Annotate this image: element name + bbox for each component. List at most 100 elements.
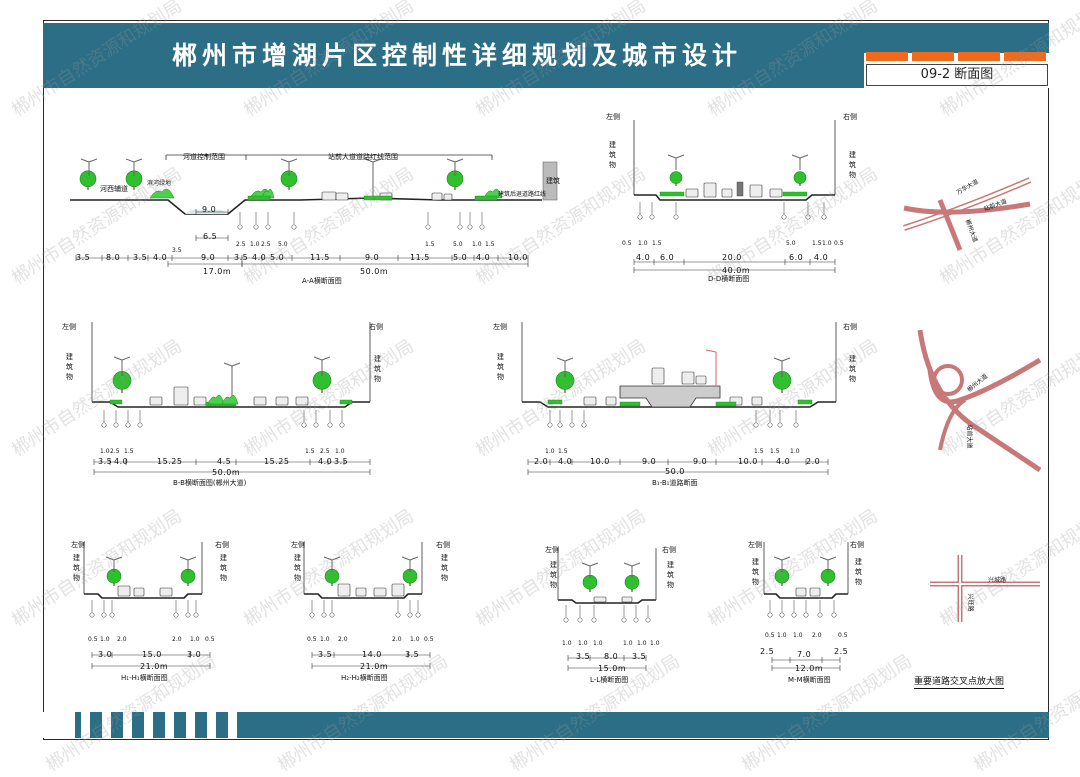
street-lamp-arm (321, 356, 331, 361)
street-lamp-arm (827, 556, 837, 561)
street-lamp-arm (781, 357, 791, 362)
aa-dim: 9.0 (365, 253, 380, 262)
street-lamp-arm (454, 158, 464, 163)
ll-small-dim: 1.0 (650, 640, 660, 647)
street-lamp-arm (187, 556, 197, 561)
street-lamp-arm (409, 556, 419, 561)
street-lamp-arm (589, 562, 599, 567)
street-lamp-arm (313, 356, 323, 361)
b1-small-dim: 1.0 (545, 448, 555, 455)
vehicle-icon (373, 587, 387, 597)
aa-river-dim: 6.5 (203, 232, 218, 241)
street-lamp-arm (125, 158, 135, 163)
ll-dim: 8.0 (604, 652, 619, 661)
aa-ground (70, 197, 542, 215)
utility-pipe-icon (109, 612, 115, 618)
mm-caption: M-M横断面图 (788, 676, 831, 684)
vehicle-icon (769, 188, 783, 198)
bb-small-dim: 2.5 (110, 448, 120, 455)
aa-dim: 5.0 (270, 253, 285, 262)
b1-caption: B₁-B₁道路断面 (652, 479, 698, 487)
utility-pipe-icon (339, 422, 345, 428)
vehicle-icon (149, 396, 163, 406)
h2-small-dim: 1.0 (410, 636, 420, 643)
ll-building-right: 建筑物 (667, 561, 674, 589)
aa-dim: 9.0 (201, 253, 216, 262)
map2-ramp (932, 364, 964, 396)
vehicle-icon (133, 587, 145, 597)
b1-dim: 9.0 (642, 457, 657, 466)
b1-left: 左侧 (493, 323, 507, 331)
utility-pipe-icon (791, 612, 797, 618)
street-lamp-arm (331, 556, 341, 561)
utility-pipe-icon (577, 617, 583, 623)
ll-caption: L-L横断面图 (590, 676, 629, 684)
h2-total: 21.0m (360, 662, 389, 671)
greenbelt (247, 195, 271, 201)
dd-small-dim: 1.0 (822, 240, 832, 247)
bottom-stripe (102, 712, 111, 738)
ll-ground (558, 599, 656, 604)
bottom-stripe (165, 712, 174, 738)
ll-right: 右侧 (662, 546, 676, 554)
vehicle-icon (275, 396, 289, 406)
bb-ground (92, 401, 370, 408)
bb-dim: 3.5 (334, 457, 349, 466)
shrub-icon (483, 188, 503, 199)
ll-left: 左侧 (545, 546, 559, 554)
h2-dim: 3.5 (318, 650, 333, 659)
accent-bar (1004, 52, 1046, 61)
utility-pipe-icon (633, 617, 639, 623)
aa-dim: 3.5 (76, 253, 91, 262)
h2-small-dim: 0.5 (307, 636, 317, 643)
shrub-icon (221, 394, 239, 405)
dd-dim: 4.0 (814, 253, 829, 262)
h1-caption: H₁-H₁横断面图 (121, 674, 168, 682)
aa-small-dim: 1.0 (250, 241, 260, 248)
ll-building-left: 建筑物 (550, 561, 557, 589)
utility-pipe-icon (113, 422, 119, 428)
utility-pipe-icon (673, 214, 679, 220)
bb-total: 50.0m (212, 468, 241, 477)
street-lamp-arm (121, 356, 131, 361)
map2-road-label: 站前大道 (965, 424, 973, 449)
utility-pipe-icon (321, 612, 327, 618)
utility-pipe-icon (425, 224, 431, 230)
map1-road (937, 199, 963, 251)
street-lamp-arm (133, 158, 143, 163)
tree-icon (793, 171, 807, 184)
street-lamp-arm (773, 357, 783, 362)
ll-total: 15.0m (598, 664, 627, 673)
vehicle-icon (117, 585, 131, 597)
vehicle-icon (749, 184, 763, 198)
vehicle-icon (193, 396, 207, 406)
aa-river-dim: 9.0 (202, 205, 217, 214)
aa-caption: A-A横断面图 (302, 277, 342, 285)
b1-dim: 10.0 (590, 457, 610, 466)
dd-dim: 4.0 (636, 253, 651, 262)
dd-building-right: 建筑物 (849, 151, 856, 179)
aa-dim: 4.0 (476, 253, 491, 262)
bb-dim: 15.25 (264, 457, 290, 466)
b1-small-dim: 1.0 (790, 448, 800, 455)
h1-small-dim: 0.5 (205, 636, 215, 643)
utility-pipe-icon (467, 224, 473, 230)
b1-dim: 2.0 (806, 457, 821, 466)
vehicle-icon (173, 386, 189, 406)
aa-dim: 4.0 (153, 253, 168, 262)
aa-dim: 10.0 (508, 253, 528, 262)
street-lamp-arm (773, 556, 783, 561)
vehicle-icon (443, 193, 453, 201)
aa-dim: 4.0 (252, 253, 267, 262)
utility-pipe-icon (101, 612, 107, 618)
utility-pipe-icon (767, 612, 773, 618)
aa-dim: 5.0 (453, 253, 468, 262)
bb-small-dim: 2.5 (320, 448, 330, 455)
bb-right: 右侧 (369, 323, 383, 331)
utility-pipe-icon (89, 612, 95, 618)
bottom-stripe (123, 712, 132, 738)
vehicle-icon (431, 192, 443, 201)
utility-pipe-icon (569, 422, 575, 428)
aa-small-dim: 2.5 (236, 241, 246, 248)
street-lamp-arm (280, 158, 290, 163)
